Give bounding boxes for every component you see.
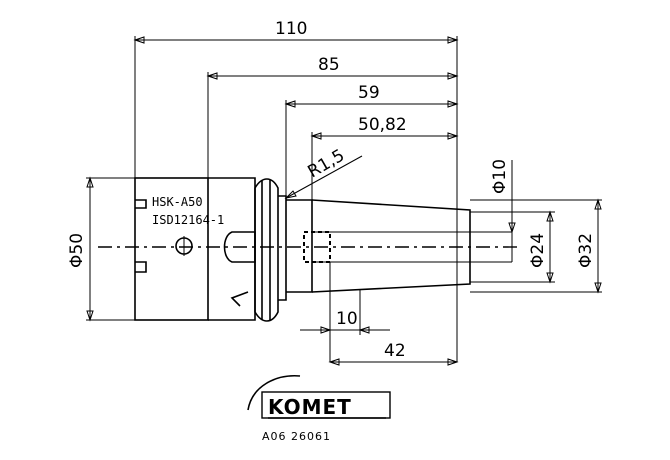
extension-lines <box>86 36 513 362</box>
part-outline <box>98 177 555 322</box>
sleeve-base <box>286 199 313 293</box>
collar-chamfer <box>230 291 249 307</box>
komet-logo: KOMET A06 26061 <box>247 375 391 443</box>
hsk-flange <box>134 177 209 321</box>
dim-flange-diameter: Φ50 <box>67 233 87 268</box>
document-number: A06 26061 <box>262 430 331 443</box>
dim-shank-length: 85 <box>318 55 340 75</box>
dim-total-length: 110 <box>275 19 307 39</box>
part-labels: HSK-A50 ISD12164-1 <box>152 195 224 227</box>
shank <box>208 177 256 321</box>
logo-arc <box>247 375 301 411</box>
body-step <box>278 195 287 301</box>
standard-label: ISD12164-1 <box>152 213 224 227</box>
dim-nose-length: 42 <box>384 341 406 361</box>
dimension-lines <box>86 36 602 366</box>
drive-nose <box>223 231 256 263</box>
brand-name: KOMET <box>268 395 352 419</box>
dim-body-length: 59 <box>358 83 380 103</box>
dim-clamp-length: 10 <box>336 309 358 329</box>
dim-outer-diameter: Φ32 <box>576 233 596 268</box>
flange-notch-bottom <box>135 261 147 273</box>
dimension-texts: 110 85 59 50,82 R1,5 Φ10 Φ50 Φ24 Φ32 10 … <box>67 19 596 361</box>
dim-taper-length: 50,82 <box>358 115 407 135</box>
taper-sleeve <box>311 199 471 293</box>
dim-inner-diameter: Φ24 <box>528 233 548 268</box>
flange-notch-top <box>135 199 147 209</box>
dim-bore-diameter: Φ10 <box>490 159 510 194</box>
dim-radius: R1,5 <box>305 146 349 183</box>
logo-frame <box>261 391 391 419</box>
collar <box>254 178 279 322</box>
interface-label: HSK-A50 <box>152 195 203 209</box>
